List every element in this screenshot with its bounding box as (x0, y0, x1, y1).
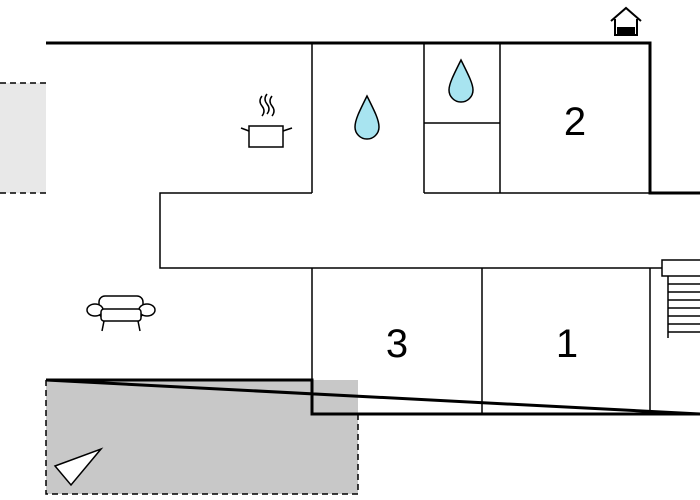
adjacent-area (0, 82, 46, 194)
compass-arrow-icon (53, 447, 104, 487)
cooking-pot-icon (240, 93, 293, 148)
sofa-icon (86, 295, 156, 332)
stairs-icon (661, 259, 700, 338)
water-drop-icon (354, 94, 380, 140)
room-label-2: 2 (564, 100, 586, 144)
room-label-3: 3 (386, 322, 408, 366)
water-drop-icon (448, 58, 474, 103)
room-label-1: 1 (556, 322, 578, 366)
interior-walls (159, 43, 700, 414)
house-entrance-icon (610, 6, 642, 36)
terrace (45, 380, 359, 495)
outer-wall (45, 41, 700, 416)
